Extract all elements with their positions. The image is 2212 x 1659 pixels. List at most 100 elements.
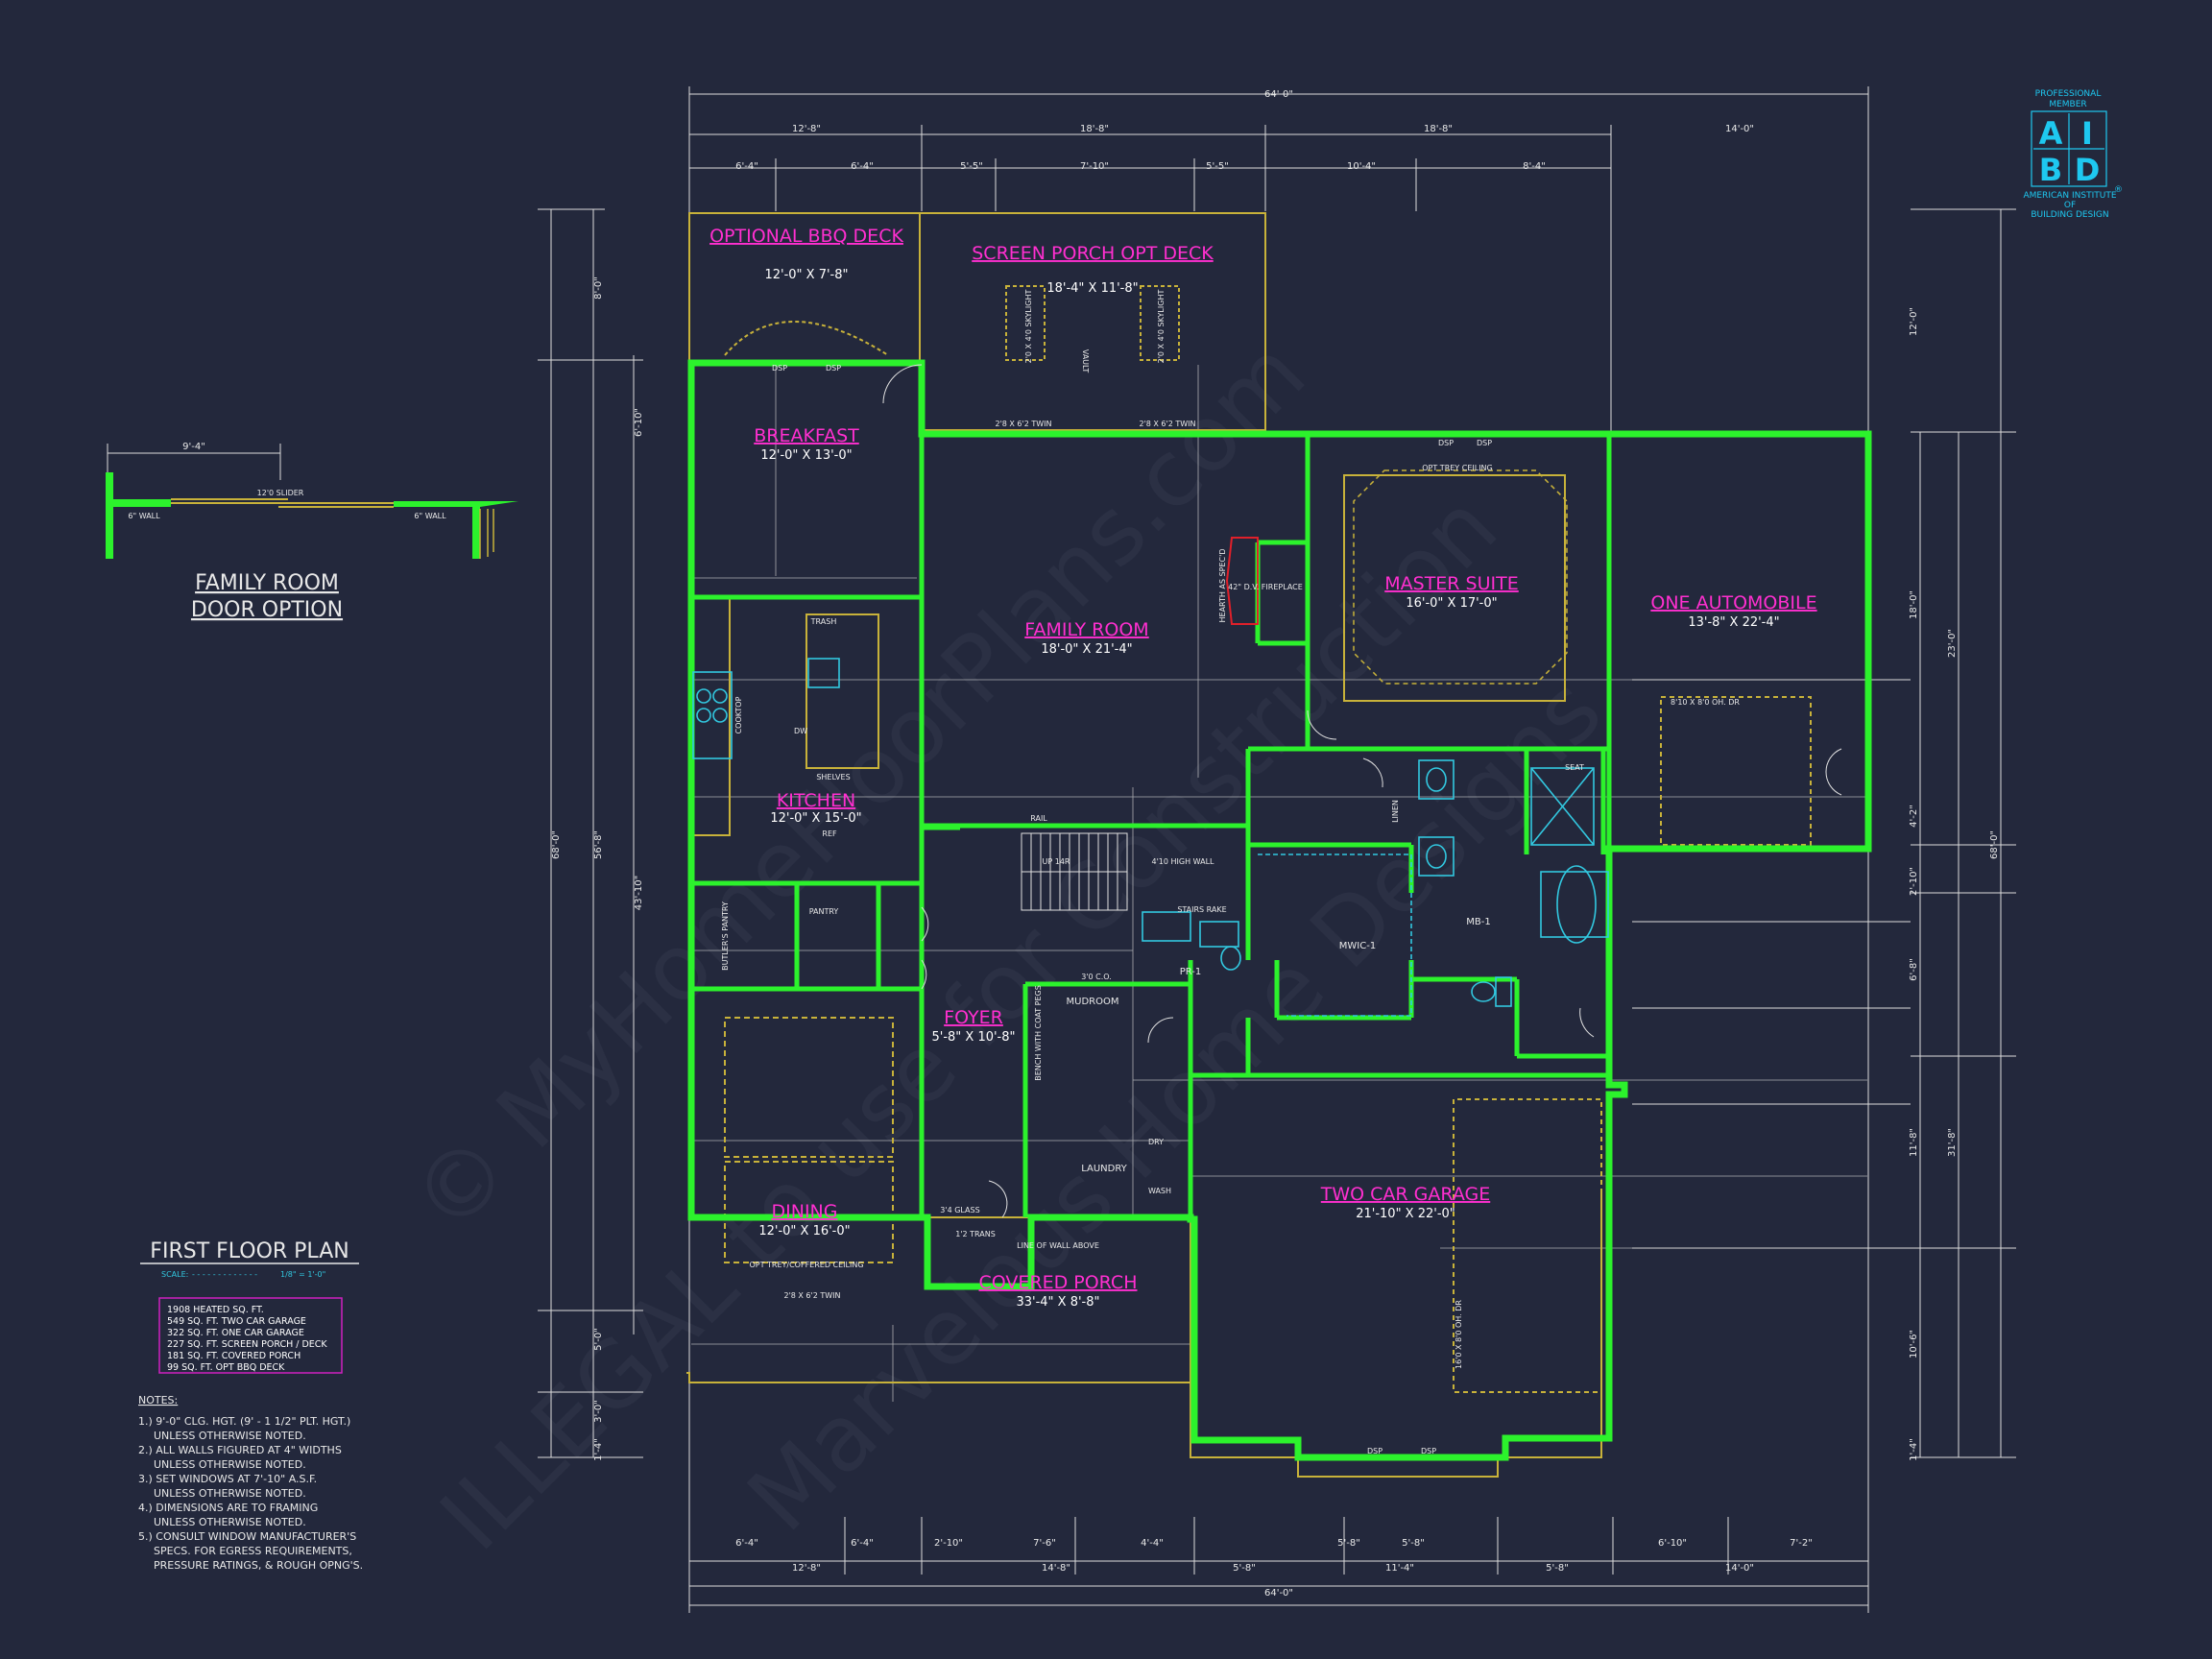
dim-top-r2-7: 8'-4"	[1523, 161, 1546, 172]
badge-letter-b: B	[2039, 152, 2062, 188]
note-line-5: 3.) SET WINDOWS AT 7'-10" A.S.F.	[138, 1473, 317, 1485]
room-covered-porch: COVERED PORCH	[979, 1272, 1138, 1293]
dim-bot-7: 5'-8"	[1402, 1538, 1425, 1549]
label-dsp-6: DSP	[826, 364, 841, 373]
dim-top-total: 64'-0"	[1264, 89, 1293, 100]
notes-title: NOTES:	[138, 1394, 178, 1407]
label-trey-master: OPT TREY CEILING	[1422, 464, 1492, 472]
notes-block: NOTES: 1.) 9'-0" CLG. HGT. (9' - 1 1/2" …	[138, 1394, 363, 1572]
dim-right-3: 4'-2"	[1909, 805, 1919, 828]
note-line-9: 5.) CONSULT WINDOW MANUFACTURER'S	[138, 1530, 356, 1543]
room-bbq-deck-name: OPTIONAL BBQ DECK	[709, 226, 903, 247]
scale-value: 1/8" = 1'-0"	[280, 1270, 325, 1279]
label-skylight-2: 2'0 X 4'0 SKYLIGHT	[1157, 290, 1166, 364]
small-labels: MUDROOM LAUNDRY MB-1 MWIC-1 PR-1 PANTRY …	[721, 290, 1740, 1455]
fixtures	[692, 658, 1609, 1017]
exterior-walls	[687, 359, 1872, 1461]
dim-bot-5: 4'-4"	[1141, 1538, 1164, 1549]
interior-dims	[691, 365, 1867, 1402]
label-co: 3'0 C.O.	[1081, 973, 1112, 981]
room-bbq-deck: OPTIONAL BBQ DECK	[709, 226, 903, 247]
door-option-title-1: FAMILY ROOM	[195, 571, 339, 595]
label-pantry: PANTRY	[809, 907, 839, 916]
room-one-automobile-size: 13'-8" X 22'-4"	[1688, 615, 1779, 630]
room-master-suite-size: 16'-0" X 17'-0"	[1406, 596, 1497, 611]
room-labels: OPTIONAL BBQ DECK 12'-0" X 7'-8" SCREEN …	[709, 226, 1817, 1310]
dim-bot-r2-6: 14'-0"	[1725, 1563, 1754, 1574]
room-kitchen: KITCHEN	[777, 790, 855, 811]
dim-bot-r2-1: 12'-8"	[792, 1563, 821, 1574]
label-trey-dining: OPT TREY/COFFERED CEILING	[749, 1261, 863, 1269]
label-ref: REF	[822, 830, 837, 838]
label-dsp-5: DSP	[772, 364, 787, 373]
legend-line-4: 227 SQ. FT. SCREEN PORCH / DECK	[167, 1339, 327, 1350]
trey-ceiling-outline	[1353, 469, 1568, 685]
dim-right-mid-1: 23'-0"	[1947, 629, 1958, 658]
door-option-wall-2: 6" WALL	[414, 512, 446, 520]
label-twin-window-2: 2'8 X 6'2 TWIN	[1139, 420, 1195, 428]
label-mb1: MB-1	[1466, 917, 1490, 927]
room-screen-porch-size: 18'-4" X 11'-8"	[1046, 281, 1138, 296]
scale-label: SCALE:	[161, 1270, 188, 1279]
dim-right-8: 1'-4"	[1909, 1438, 1919, 1461]
scale-dashes: - - - - - - - - - - - - -	[192, 1270, 257, 1279]
dim-top-r2-3: 5'-5"	[960, 161, 983, 172]
dim-top-2: 18'-8"	[1080, 124, 1109, 134]
dim-right-7: 10'-6"	[1909, 1330, 1919, 1358]
dim-top-r2-5: 5'-5"	[1206, 161, 1229, 172]
note-line-8: UNLESS OTHERWISE NOTED.	[154, 1516, 306, 1528]
room-dining: DINING	[772, 1201, 838, 1222]
dim-bot-3: 2'-10"	[934, 1538, 963, 1549]
room-covered-porch-size: 33'-4" X 8'-8"	[1016, 1295, 1099, 1310]
label-dsp-4: DSP	[1421, 1447, 1436, 1455]
dim-top-1: 12'-8"	[792, 124, 821, 134]
room-one-automobile: ONE AUTOMOBILE	[1650, 592, 1816, 613]
dim-left-4: 5'-0"	[593, 1328, 604, 1351]
badge-letter-d: D	[2075, 152, 2101, 188]
room-kitchen-size: 12'-0" X 15'-0"	[770, 811, 861, 826]
room-breakfast: BREAKFAST	[754, 425, 859, 446]
room-screen-porch: SCREEN PORCH OPT DECK	[972, 243, 1214, 264]
dim-right-6: 11'-8"	[1909, 1128, 1919, 1157]
note-line-1: 1.) 9'-0" CLG. HGT. (9' - 1 1/2" PLT. HG…	[138, 1415, 350, 1428]
dim-right-5: 6'-8"	[1909, 958, 1919, 981]
note-line-3: 2.) ALL WALLS FIGURED AT 4" WIDTHS	[138, 1444, 342, 1456]
note-line-2: UNLESS OTHERWISE NOTED.	[154, 1430, 306, 1442]
room-dining-size: 12'-0" X 16'-0"	[758, 1224, 850, 1238]
dim-top-r2-4: 7'-10"	[1080, 161, 1109, 172]
dim-bot-r2-3: 5'-8"	[1233, 1563, 1256, 1574]
room-master-suite: MASTER SUITE	[1384, 573, 1519, 594]
stairs	[1021, 832, 1128, 911]
legend-line-5: 181 SQ. FT. COVERED PORCH	[167, 1351, 301, 1361]
label-dsp-2: DSP	[1477, 439, 1492, 447]
dim-top-3: 18'-8"	[1424, 124, 1453, 134]
room-two-car-garage-size: 21'-10" X 22'-0"	[1356, 1207, 1455, 1221]
label-glass: 3'4 GLASS	[940, 1206, 979, 1214]
dim-bot-r2-5: 5'-8"	[1546, 1563, 1569, 1574]
dim-left-2: 6'-10"	[634, 408, 644, 437]
dim-left-5: 3'-0"	[593, 1400, 604, 1423]
room-family-size: 18'-0" X 21'-4"	[1041, 642, 1132, 657]
label-linen: LINEN	[1391, 800, 1400, 823]
label-stairs: STAIRS RAKE	[1177, 905, 1226, 914]
label-garage-door2: 16'0 X 8'0 OH. DR	[1455, 1300, 1463, 1369]
label-skylight-1: 2'0 X 4'0 SKYLIGHT	[1024, 290, 1033, 364]
dim-right-mid-2: 31'-8"	[1947, 1128, 1958, 1157]
room-bbq-deck-size: 12'-0" X 7'-8"	[764, 268, 848, 282]
door-option-slider: 12'0 SLIDER	[257, 489, 304, 497]
badge-bottom-1: AMERICAN INSTITUTE	[2023, 191, 2116, 201]
label-seat: SEAT	[1565, 763, 1584, 772]
room-two-car-garage: TWO CAR GARAGE	[1320, 1184, 1490, 1205]
dim-top-r2-2: 6'-4"	[851, 161, 874, 172]
fireplace-outline	[1225, 537, 1259, 625]
dim-right-4: 2'-10"	[1909, 867, 1919, 896]
label-shelves: SHELVES	[816, 773, 850, 781]
legend-line-2: 549 SQ. FT. TWO CAR GARAGE	[167, 1316, 306, 1327]
badge-letter-a: A	[2039, 115, 2063, 152]
label-dsp-3: DSP	[1367, 1447, 1382, 1455]
family-room-door-option: 9'-4" 12'0 SLIDER 6" WALL 6" WALL FAMILY…	[106, 442, 518, 622]
label-dsp-1: DSP	[1438, 439, 1454, 447]
door-option-wall-right	[394, 501, 518, 559]
label-wall-high: 4'10 HIGH WALL	[1151, 857, 1214, 866]
note-line-11: PRESSURE RATINGS, & ROUGH OPNG'S.	[154, 1559, 363, 1572]
